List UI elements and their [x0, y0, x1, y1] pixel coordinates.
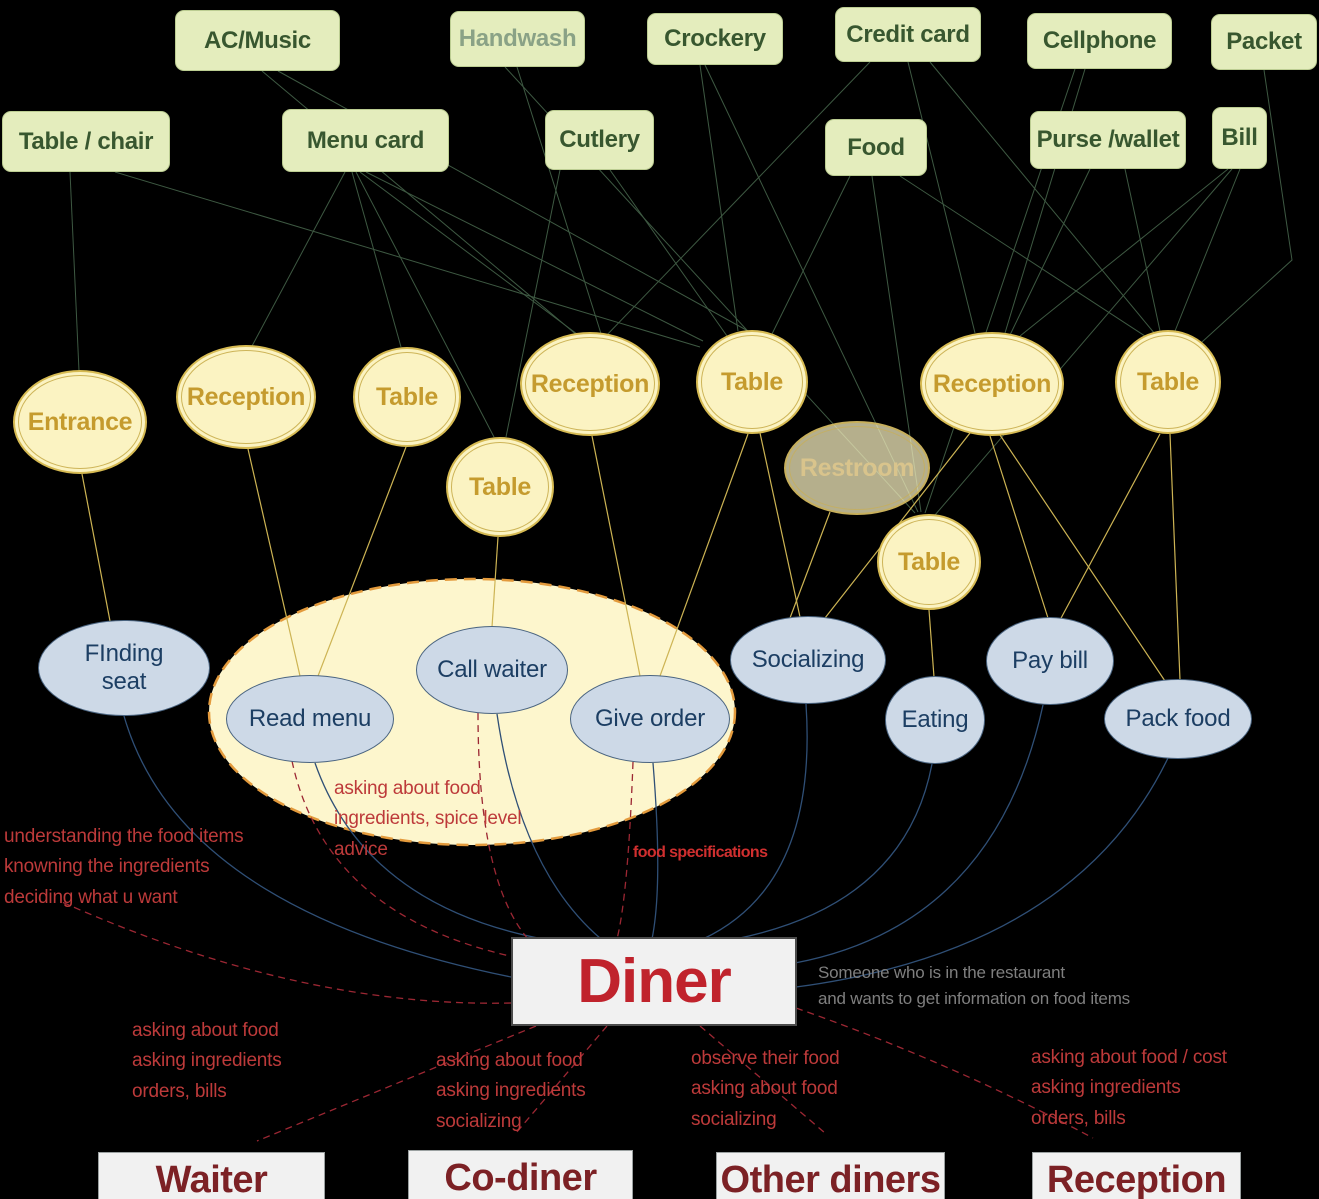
resource-label: AC/Music	[204, 26, 311, 54]
location-ellipse-restroom: Restroom	[784, 421, 930, 515]
activity-ellipse-finding-seat: FInding seat	[38, 620, 210, 716]
location-label: Reception	[186, 382, 306, 411]
resource-label: Cellphone	[1042, 27, 1157, 54]
activity-label: Read menu	[248, 705, 372, 732]
resource-label: Table / chair	[18, 127, 154, 155]
activity-ellipse-give-order: Give order	[570, 675, 730, 763]
activity-label: FInding seat	[84, 640, 164, 695]
location-ellipse-reception-3: Reception	[920, 332, 1064, 436]
location-ellipse-table-2: Table	[446, 437, 554, 537]
location-label: Table	[376, 382, 438, 411]
resource-box-cellphone: Cellphone	[1027, 13, 1172, 69]
resource-label: Food	[847, 133, 905, 161]
activity-label: Socializing	[751, 646, 865, 673]
activity-ellipse-eating: Eating	[885, 676, 985, 764]
resource-box-table-chair: Table / chair	[2, 111, 170, 172]
activity-diner-edges	[123, 703, 1169, 988]
annotation-read-menu: asking about food ingredients, spice lev…	[334, 778, 522, 860]
activity-label: Call waiter	[437, 656, 547, 683]
resource-box-crockery: Crockery	[647, 13, 783, 65]
activity-ellipse-socializing: Socializing	[730, 616, 886, 704]
location-ellipse-table-3: Table	[696, 330, 808, 434]
actor-label: Reception	[1046, 1159, 1227, 1199]
resource-label: Packet	[1226, 28, 1302, 55]
activity-label: Pay bill	[1012, 647, 1088, 674]
actor-box-other-diners: Other diners	[716, 1152, 945, 1199]
annotation-give-order: food specifications	[633, 844, 768, 861]
location-label: Reception	[530, 369, 650, 398]
diner-caption: Someone who is in the restaurant and wan…	[818, 963, 1130, 1009]
annotation-waiter: asking about food asking ingredients ord…	[132, 1020, 282, 1102]
diner-association-edges	[61, 712, 1094, 1142]
location-label: Table	[469, 472, 531, 501]
resource-box-credit-card: Credit card	[835, 7, 981, 62]
resource-box-purse-wallet: Purse /wallet	[1030, 111, 1186, 169]
actor-label: Other diners	[720, 1159, 941, 1199]
activity-label: Give order	[594, 705, 706, 732]
activity-label: Pack food	[1125, 705, 1231, 732]
actor-label: Co-diner	[444, 1157, 597, 1199]
actor-box-reception: Reception	[1032, 1152, 1241, 1199]
location-ellipse-reception-2: Reception	[520, 332, 660, 436]
resource-label: Menu card	[306, 126, 425, 154]
resource-box-food: Food	[825, 119, 927, 176]
location-label: Reception	[932, 369, 1052, 398]
location-label: Restroom	[799, 453, 915, 482]
resource-box-packet: Packet	[1211, 14, 1317, 70]
resource-label: Crockery	[664, 25, 766, 52]
diner-box: Diner	[511, 937, 797, 1026]
location-label: Entrance	[27, 407, 133, 436]
annotation-reception: asking about food / cost asking ingredie…	[1031, 1047, 1227, 1129]
resource-label: Handwash	[458, 25, 577, 52]
resource-label: Bill	[1221, 124, 1258, 151]
annotation-finding-seat: understanding the food items knowning th…	[4, 826, 244, 908]
location-activity-edges	[81, 432, 1181, 682]
resource-label: Purse /wallet	[1036, 126, 1180, 153]
activity-ellipse-call-waiter: Call waiter	[416, 626, 568, 714]
resource-box-handwash: Handwash	[450, 11, 585, 67]
actor-box-waiter: Waiter	[98, 1152, 325, 1199]
resource-box-cutlery: Cutlery	[545, 110, 654, 170]
resource-box-bill: Bill	[1212, 107, 1267, 169]
resource-box-menu-card: Menu card	[282, 109, 449, 172]
location-ellipse-table-1: Table	[353, 347, 461, 447]
location-label: Table	[898, 547, 960, 576]
activity-label: Eating	[901, 706, 969, 733]
annotation-other-diners: observe their food asking about food soc…	[691, 1048, 840, 1130]
location-label: Table	[721, 367, 783, 396]
resource-label: Cutlery	[559, 126, 640, 153]
location-label: Table	[1137, 367, 1199, 396]
location-ellipse-reception-1: Reception	[176, 345, 316, 449]
activity-ellipse-read-menu: Read menu	[226, 675, 394, 763]
location-ellipse-table-5: Table	[1115, 330, 1221, 434]
location-ellipse-entrance: Entrance	[13, 370, 147, 474]
annotation-co-diner: asking about food asking ingredients soc…	[436, 1050, 586, 1132]
location-ellipse-table-4: Table	[877, 514, 981, 610]
resource-label: Credit card	[846, 20, 970, 48]
activity-ellipse-pack-food: Pack food	[1104, 679, 1252, 759]
activity-ellipse-pay-bill: Pay bill	[986, 617, 1114, 705]
actor-label: Waiter	[155, 1159, 268, 1199]
diner-label: Diner	[577, 947, 731, 1016]
resource-box-ac-music: AC/Music	[175, 10, 340, 71]
actor-box-co-diner: Co-diner	[408, 1150, 633, 1199]
